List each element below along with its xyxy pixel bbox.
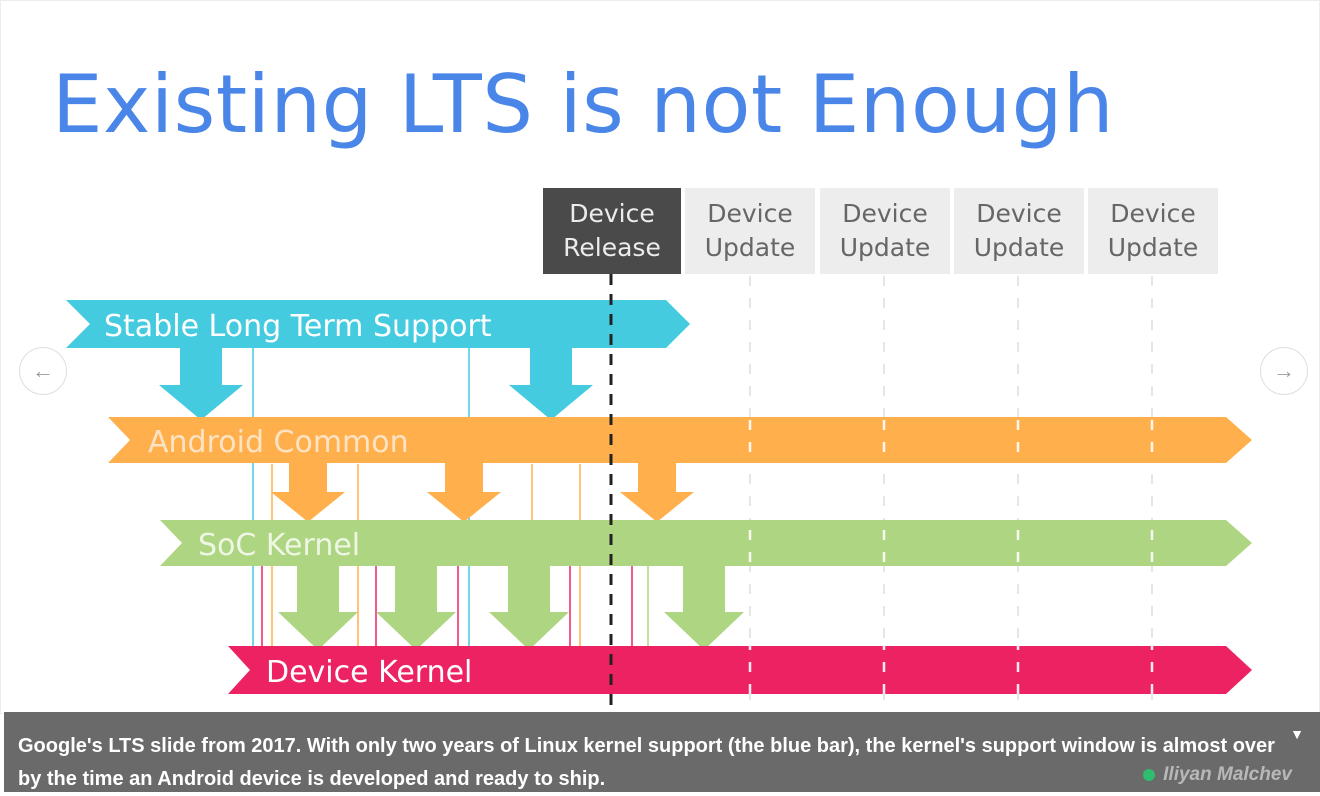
merge-arrow bbox=[159, 346, 243, 420]
merge-arrow bbox=[427, 462, 501, 522]
merge-arrow bbox=[489, 565, 569, 650]
stable-lts-label: Stable Long Term Support bbox=[104, 309, 492, 344]
prev-slide-button[interactable]: ← bbox=[19, 347, 67, 395]
soc-kernel-band bbox=[160, 520, 1252, 566]
caption-bar: Google's LTS slide from 2017. With only … bbox=[4, 712, 1320, 792]
android-common-band bbox=[108, 417, 1252, 463]
merge-arrow bbox=[509, 346, 593, 420]
caption-collapse-toggle[interactable]: ▼ bbox=[1290, 726, 1304, 742]
next-slide-button[interactable]: → bbox=[1260, 347, 1308, 395]
image-credit: Iliyan Malchev bbox=[1143, 764, 1292, 786]
stage-device-update-1: Device Update bbox=[685, 188, 815, 274]
merge-arrow bbox=[664, 565, 744, 650]
merge-arrow bbox=[271, 462, 345, 522]
band-update-dashes bbox=[748, 420, 1154, 694]
stage-device-release: Device Release bbox=[543, 188, 681, 274]
soc-kernel-label: SoC Kernel bbox=[198, 528, 360, 563]
merge-arrow bbox=[620, 462, 694, 522]
kernel-flow-diagram: Stable Long Term Support Android Common … bbox=[66, 274, 1252, 712]
stage-device-update-4: Device Update bbox=[1088, 188, 1218, 274]
android-common-label: Android Common bbox=[148, 425, 409, 460]
arrow-left-icon: ← bbox=[32, 358, 54, 383]
credit-name: Iliyan Malchev bbox=[1163, 764, 1292, 785]
update-dashed-lines bbox=[749, 276, 1153, 700]
stage-device-update-3: Device Update bbox=[954, 188, 1084, 274]
arrow-right-icon: → bbox=[1273, 358, 1295, 383]
stage-device-update-2: Device Update bbox=[820, 188, 950, 274]
stable-lts-band bbox=[66, 300, 690, 348]
device-kernel-band bbox=[228, 646, 1252, 694]
credit-icon bbox=[1143, 769, 1156, 781]
merge-arrow bbox=[278, 565, 358, 650]
merge-arrow bbox=[376, 565, 456, 650]
chevron-down-icon: ▼ bbox=[1290, 726, 1304, 742]
device-kernel-label: Device Kernel bbox=[266, 655, 472, 690]
caption-text: Google's LTS slide from 2017. With only … bbox=[18, 735, 1275, 790]
slide-title: Existing LTS is not Enough bbox=[52, 58, 1115, 151]
